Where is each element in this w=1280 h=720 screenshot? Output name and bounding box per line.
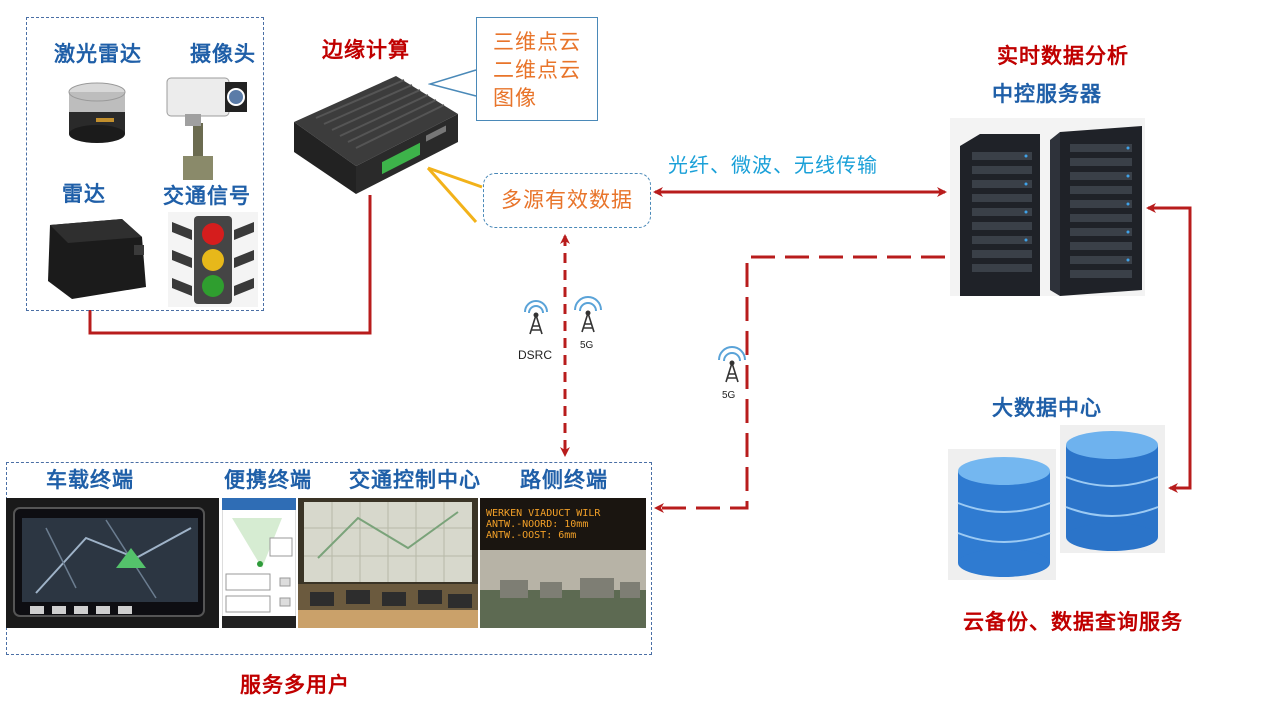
traffic-signal-label: 交通信号 [163, 184, 251, 208]
bigdata-caption: 云备份、数据查询服务 [963, 610, 1183, 634]
vms-sign-text: WERKEN VIADUCT WILR ANTW.-NOORD: 10mm AN… [486, 508, 642, 541]
5g-tower-icon-a [574, 296, 602, 333]
edge-data-line-1 [427, 166, 483, 189]
bigdata-title: 大数据中心 [992, 396, 1102, 420]
radar-label: 雷达 [62, 182, 106, 206]
camera-image [166, 77, 247, 180]
roadside-terminal-image [480, 498, 646, 628]
vms-line-3: ANTW.-OOST: 6mm [486, 530, 577, 541]
server-terminal-link [654, 255, 945, 513]
dsrc-tower-icon [524, 300, 548, 335]
dsrc-label: DSRC [518, 348, 553, 362]
tcc-label: 交通控制中心 [349, 468, 481, 492]
camera-label: 摄像头 [190, 42, 256, 66]
multi-source-label: 多源有效数据 [501, 188, 633, 212]
lidar-image [68, 82, 126, 143]
5g-tower-icon-b [718, 346, 746, 383]
radar-image [48, 219, 146, 299]
lidar-label: 激光雷达 [54, 42, 142, 66]
link-label: 光纤、微波、无线传输 [668, 153, 878, 177]
footer-label: 服务多用户 [240, 673, 350, 697]
callout-line-2: 二维点云 [493, 58, 581, 82]
database-icon [948, 425, 1165, 580]
sensor-group [26, 17, 264, 311]
5g-label-b: 5G [722, 390, 736, 401]
callout-line-1: 三维点云 [493, 30, 581, 54]
callout-line-3: 图像 [493, 86, 537, 110]
tcc-image [298, 498, 478, 628]
callout-box: 三维点云 二维点云 图像 [476, 17, 598, 121]
sensor-edge-line [88, 195, 372, 335]
server-top-label: 实时数据分析 [997, 44, 1129, 68]
server-name-label: 中控服务器 [992, 82, 1102, 106]
vms-line-1: WERKEN VIADUCT WILR [486, 508, 601, 519]
multi-source-box: 多源有效数据 [483, 173, 651, 228]
5g-label-a: 5G [580, 340, 594, 351]
edge-device-image [294, 76, 458, 194]
portable-terminal-image [222, 498, 296, 628]
vehicle-terminal-image [6, 498, 219, 628]
server-image [950, 118, 1145, 296]
roadside-terminal-label: 路侧终端 [520, 468, 608, 492]
callout-tail [428, 69, 477, 97]
vehicle-terminal-label: 车载终端 [46, 468, 134, 492]
server-bigdata-link [1146, 203, 1192, 493]
edge-title: 边缘计算 [322, 38, 410, 62]
portable-terminal-label: 便携终端 [224, 468, 312, 492]
vms-line-2: ANTW.-NOORD: 10mm [486, 519, 589, 530]
traffic-light-image [168, 212, 258, 307]
edge-data-line-2 [426, 167, 478, 223]
